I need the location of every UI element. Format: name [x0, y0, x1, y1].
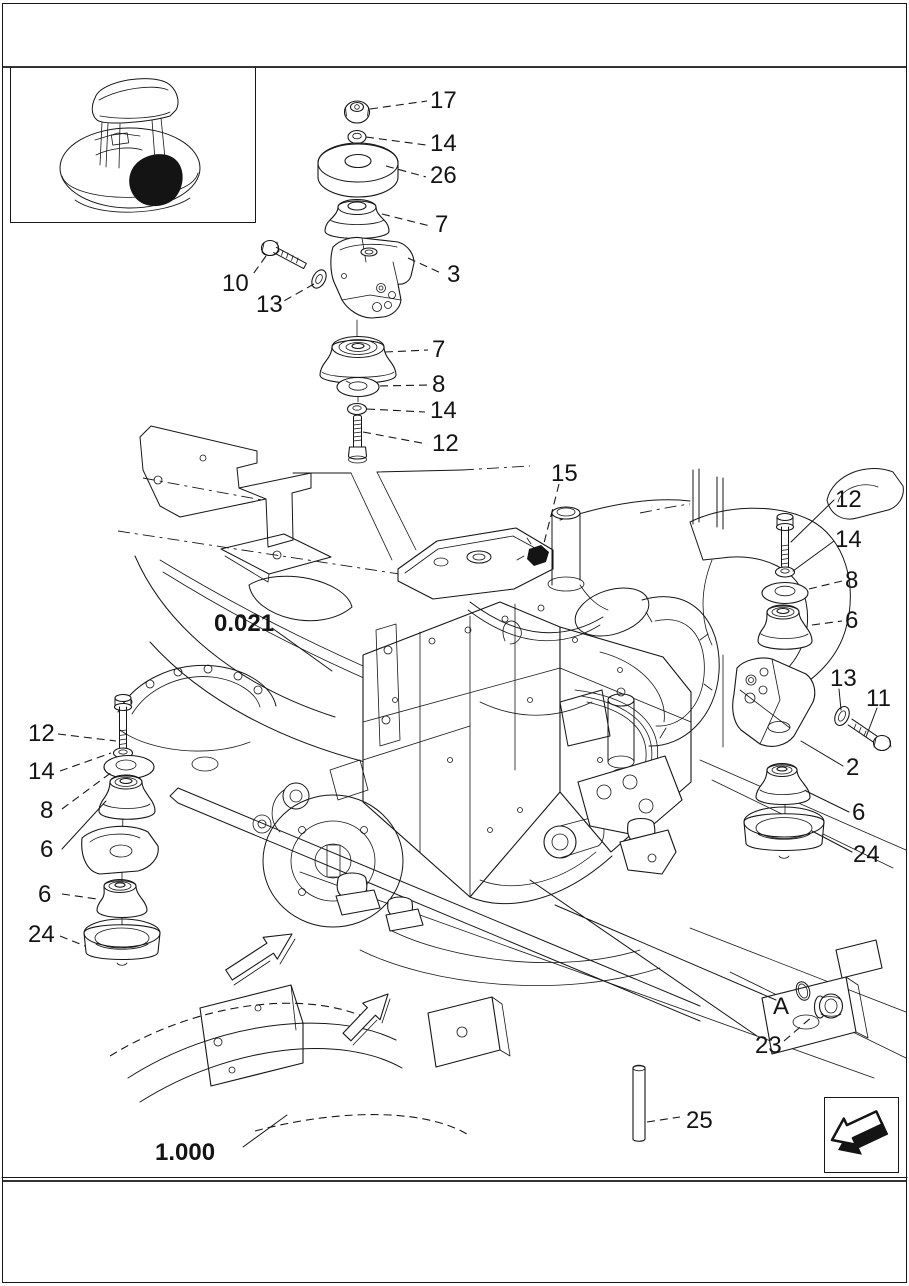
callout-17[interactable]: 17 [430, 87, 457, 114]
callout-13[interactable]: 13 [830, 665, 857, 692]
part-6-mount [96, 879, 148, 918]
part-7-mount [319, 336, 397, 384]
callout-6[interactable]: 6 [845, 607, 858, 634]
part-8-washer [336, 376, 380, 398]
callout-24[interactable]: 24 [28, 921, 55, 948]
part-12-bolt [347, 414, 368, 464]
part-a-oring [795, 981, 811, 1001]
callout-2[interactable]: 2 [846, 754, 859, 781]
engine-location-highlight [129, 154, 183, 207]
part-26-plate [317, 142, 399, 198]
part-3-bracket [330, 236, 415, 319]
part-6-mount [98, 774, 156, 820]
callout-12[interactable]: 12 [835, 486, 862, 513]
detail-parts [225, 879, 844, 1142]
part-17-nut [343, 100, 371, 124]
part-23-plug [813, 993, 844, 1019]
callout-12[interactable]: 12 [28, 720, 55, 747]
part-6-mount [757, 604, 813, 650]
callout-6[interactable]: 6 [852, 799, 865, 826]
callout-11[interactable]: 11 [866, 685, 891, 712]
part-6-mount [755, 763, 811, 805]
callout-14[interactable]: 14 [28, 758, 55, 785]
callout-26[interactable]: 26 [430, 162, 457, 189]
part-12-bolt [775, 512, 795, 568]
location-thumbnail[interactable] [59, 78, 201, 213]
part-13-washer [834, 705, 850, 727]
callout-14[interactable]: 14 [430, 130, 457, 157]
assembly-arrow-icon [225, 933, 296, 986]
page-frame [1, 3, 908, 1283]
callout-8[interactable]: 8 [432, 371, 445, 398]
part-2-bracket [732, 657, 816, 747]
callout-12[interactable]: 12 [432, 430, 459, 457]
callout-7[interactable]: 7 [432, 336, 445, 363]
callout-15[interactable]: 15 [551, 460, 578, 487]
part-15-sensor [516, 537, 549, 566]
callout-23[interactable]: 23 [755, 1032, 782, 1059]
part-14-washer [347, 129, 367, 145]
callout-7[interactable]: 7 [435, 211, 448, 238]
callout-3[interactable]: 3 [447, 261, 460, 288]
callout-25[interactable]: 25 [686, 1107, 713, 1134]
leader-lines [57, 100, 878, 1148]
assembly-arrow-icon [342, 993, 391, 1046]
page-back-arrow-icon [830, 1110, 889, 1155]
part-8-washer [761, 581, 809, 605]
callout-6[interactable]: 6 [40, 836, 53, 863]
part-14-washer [346, 402, 368, 416]
engine-illustration [252, 506, 720, 932]
part-25-rod [632, 1064, 646, 1142]
frame-illustration [109, 425, 907, 1137]
callout-labels: 17 14 26 7 10 13 3 7 8 14 12 15 12 14 8 … [28, 87, 891, 1166]
callout-14[interactable]: 14 [835, 526, 862, 553]
part-24-cup [83, 918, 161, 966]
section-ref-frame[interactable]: 1.000 [155, 1139, 215, 1166]
part-14-washer [774, 566, 796, 578]
part-13-washer [311, 269, 327, 289]
callout-A[interactable]: A [773, 993, 789, 1020]
left-mount-stack [81, 693, 161, 966]
callout-8[interactable]: 8 [845, 567, 858, 594]
part-24-cup [743, 806, 825, 859]
callout-8[interactable]: 8 [40, 797, 53, 824]
section-ref-engine[interactable]: 0.021 [214, 610, 274, 637]
part-12-bolt [113, 693, 133, 751]
callout-10[interactable]: 10 [222, 270, 249, 297]
callout-6[interactable]: 6 [38, 881, 51, 908]
part-10-bolt [260, 239, 307, 270]
upper-mount-stack [260, 100, 415, 464]
right-mount-stack [732, 512, 892, 859]
callout-14[interactable]: 14 [430, 397, 457, 424]
nav-back-button[interactable] [824, 1097, 899, 1173]
callout-24[interactable]: 24 [853, 841, 880, 868]
part-11-bolt [847, 718, 892, 752]
part-7-mount [324, 199, 390, 240]
callout-13[interactable]: 13 [256, 291, 283, 318]
